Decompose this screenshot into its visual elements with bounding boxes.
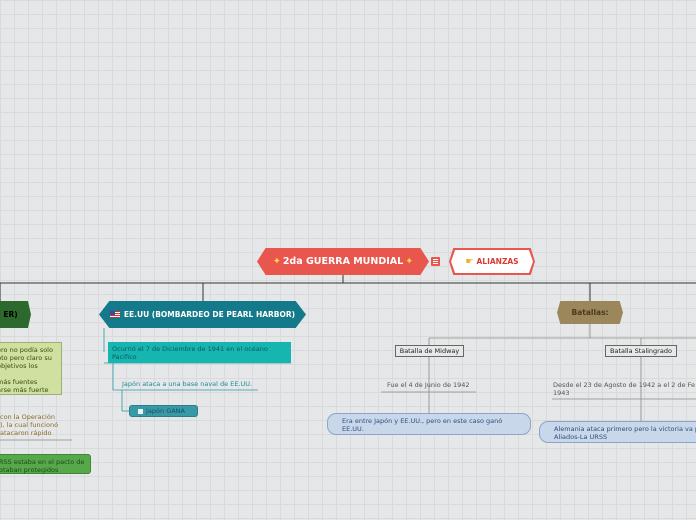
note-line: EE.UU.: [342, 425, 364, 433]
midway-date[interactable]: Fue el 4 de Junio de 1942: [387, 381, 470, 389]
note-spacer: [0, 370, 61, 378]
note-line: más fuentes: [0, 378, 38, 386]
note-line: otaban protegidos: [0, 466, 59, 474]
stalingrado-note[interactable]: Alemania ataca primero pero la victoria …: [539, 421, 696, 443]
left-gold-note[interactable]: con la Operación ), la cual funcionó ata…: [0, 413, 70, 437]
note-line: ero no podía solo: [0, 346, 53, 354]
eeuu-date-note[interactable]: Ocurrió el 7 de Diciembre de 1941 en el …: [108, 342, 291, 363]
square-icon: [138, 408, 143, 414]
left-topic-label: ER): [3, 310, 18, 319]
note-line: Era entre Japón y EE.UU., pero en este c…: [342, 417, 503, 425]
alianzas-label: ALIANZAS: [476, 257, 519, 266]
sparkle-icon: ✦: [405, 256, 414, 267]
midway-topic[interactable]: Batalla de Midway: [395, 345, 464, 357]
stalingrado-date[interactable]: Desde el 23 de Agosto de 1942 a el 2 de …: [553, 381, 695, 397]
sparkle-icon: ✦: [272, 256, 281, 267]
note-line: 1943: [553, 389, 570, 397]
note-line: arse más fuerte: [0, 386, 49, 394]
note-line: pto pero claro su: [0, 354, 52, 362]
eeuu-label: EE.UU (BOMBARDEO DE PEARL HARBOR): [123, 310, 296, 319]
left-topic[interactable]: ER): [0, 301, 31, 328]
us-flag-icon: [109, 311, 120, 318]
note-line: Desde el 23 de Agosto de 1942 a el 2 de …: [553, 381, 696, 389]
note-line: RSS estaba en el pacto de: [0, 458, 85, 466]
eeuu-result-label: Japón GANA: [146, 407, 185, 415]
note-line: Alemania ataca primero pero la victoria …: [554, 425, 696, 433]
midway-note[interactable]: Era entre Japón y EE.UU., pero en este c…: [327, 413, 531, 435]
note-line: ), la cual funcionó: [0, 421, 59, 429]
central-title: 2da GUERRA MUNDIAL: [282, 256, 404, 267]
note-line: Ocurrió el 7 de Diciembre de 1941 en el …: [112, 345, 268, 353]
pointing-hand-icon: ☛: [465, 256, 474, 267]
note-line: Pacífico: [112, 353, 137, 361]
eeuu-attack-text[interactable]: Japón ataca a una base naval de EE.UU.: [122, 380, 253, 388]
alianzas-topic[interactable]: ☛ ALIANZAS: [451, 250, 533, 273]
eeuu-result-pill[interactable]: Japón GANA: [129, 405, 198, 417]
batallas-label: Batallas:: [571, 308, 609, 317]
note-icon[interactable]: [431, 257, 440, 266]
midway-label: Batalla de Midway: [399, 347, 460, 355]
stalingrado-topic[interactable]: Batalla Stalingrado: [605, 345, 677, 357]
batallas-topic[interactable]: Batallas:: [557, 301, 623, 324]
note-line: atacaron rápido: [0, 429, 52, 437]
eeuu-topic[interactable]: EE.UU (BOMBARDEO DE PEARL HARBOR): [99, 301, 306, 328]
note-line: Aliados-La URSS: [554, 433, 608, 441]
left-green-pill[interactable]: RSS estaba en el pacto de otaban protegi…: [0, 454, 91, 474]
stalingrado-label: Batalla Stalingrado: [610, 347, 672, 355]
note-line: con la Operación: [0, 413, 55, 421]
left-green-note[interactable]: ero no podía solo pto pero claro su obje…: [0, 342, 62, 395]
central-topic[interactable]: ✦ 2da GUERRA MUNDIAL ✦: [257, 248, 429, 275]
note-line: objetivos los: [0, 362, 38, 370]
